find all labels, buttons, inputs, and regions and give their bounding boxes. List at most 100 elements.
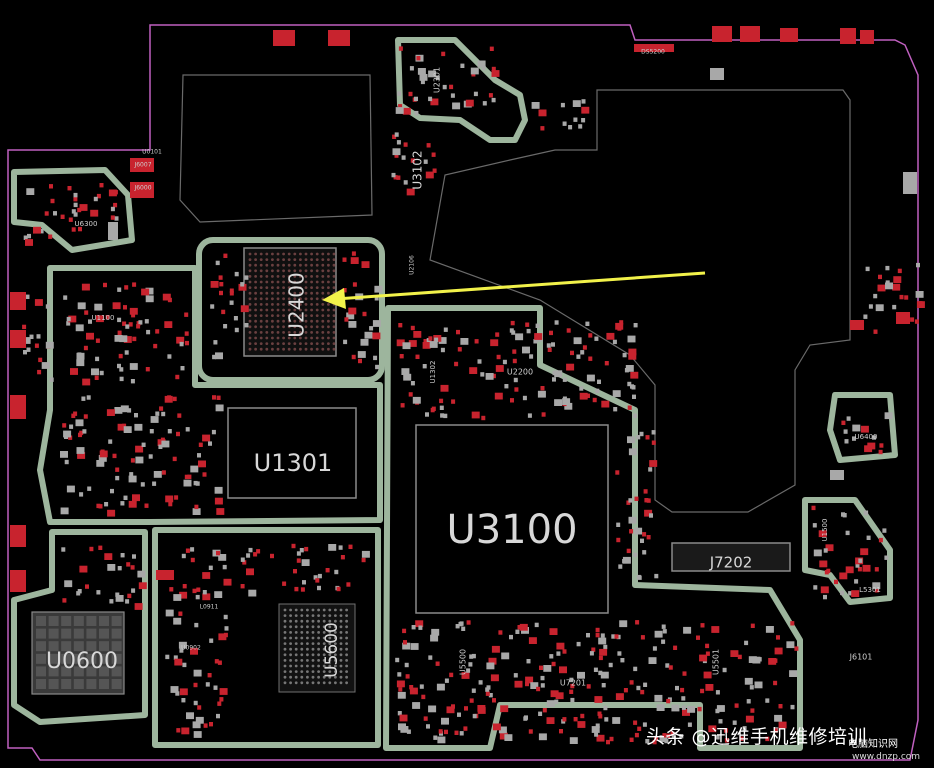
component-pad (628, 448, 637, 456)
component-pad (642, 550, 647, 555)
component-pad (705, 684, 714, 691)
component-pad (240, 584, 245, 589)
component-pad (477, 60, 486, 68)
bga-ball (306, 625, 309, 629)
component-pad (464, 706, 468, 711)
component-pad (648, 657, 657, 664)
component-pad (845, 566, 854, 574)
bga-ball (265, 291, 269, 295)
component-pad (372, 320, 381, 327)
bga-ball (271, 314, 274, 317)
component-pad (202, 472, 207, 477)
label-u5501: U5501 (712, 649, 721, 675)
bga-ball (271, 269, 274, 273)
bga-ball (304, 308, 308, 312)
component-pad (145, 295, 154, 303)
component-pad (591, 647, 596, 652)
component-pad (153, 343, 158, 349)
component-pad (860, 425, 869, 433)
component-pad (95, 315, 104, 323)
component-pad (542, 708, 547, 713)
component-pad (350, 257, 359, 264)
component-pad (156, 570, 174, 580)
component-pad (343, 339, 348, 345)
component-pad (712, 26, 732, 42)
component-pad (598, 714, 603, 719)
bga-ball (317, 659, 320, 662)
component-pad (10, 292, 26, 310)
component-pad (710, 68, 724, 80)
bga-ball (345, 642, 348, 645)
component-pad (130, 158, 154, 172)
component-pad (546, 343, 551, 348)
bga-ball (294, 608, 298, 612)
component-pad (504, 384, 509, 389)
component-pad (547, 347, 552, 352)
component-pad (745, 715, 754, 723)
bga-ball (300, 619, 304, 623)
component-pad (111, 679, 122, 689)
bga-ball (332, 280, 336, 284)
component-pad (223, 632, 228, 638)
bga-ball (299, 252, 302, 256)
component-pad (510, 398, 514, 403)
component-pad (192, 721, 201, 729)
component-pad (586, 374, 595, 382)
component-pad (773, 728, 778, 733)
component-pad (145, 367, 150, 372)
component-pad (70, 368, 78, 375)
component-pad (161, 470, 166, 475)
bga-ball (294, 675, 298, 679)
component-pad (218, 554, 227, 561)
component-pad (192, 588, 197, 594)
component-pad (742, 726, 747, 731)
component-pad (556, 642, 565, 650)
component-pad (428, 655, 433, 660)
component-pad (398, 323, 403, 328)
component-pad (193, 700, 198, 706)
bga-ball (322, 681, 326, 685)
bga-ball (283, 642, 287, 645)
bga-ball (299, 291, 302, 295)
component-pad (599, 648, 608, 656)
cutout-top-left (179, 74, 373, 223)
component-pad (392, 148, 401, 156)
component-pad (23, 235, 28, 240)
component-pad (614, 634, 619, 639)
component-pad (586, 684, 591, 689)
component-pad (609, 736, 614, 742)
component-pad (36, 666, 46, 677)
component-pad (176, 336, 185, 344)
bga-ball (259, 308, 263, 312)
component-pad (223, 253, 228, 258)
component-pad (403, 373, 412, 381)
bga-ball (287, 269, 291, 273)
bga-ball (339, 670, 343, 673)
bga-ball (339, 659, 343, 662)
component-pad (656, 704, 665, 711)
component-pad (666, 733, 671, 738)
bga-ball (311, 647, 315, 651)
component-pad (711, 626, 720, 633)
bga-ball (321, 336, 325, 340)
component-pad (117, 330, 122, 335)
component-pad (136, 324, 141, 329)
bga-ball (248, 280, 252, 284)
bga-ball (321, 331, 325, 334)
bga-ball (276, 263, 280, 267)
component-pad (26, 188, 35, 195)
bga-ball (321, 280, 325, 284)
component-pad (687, 706, 696, 713)
component-pad (111, 653, 122, 664)
component-pad (469, 654, 474, 659)
component-pad (491, 70, 500, 77)
bga-ball (248, 263, 252, 267)
component-pad (221, 309, 226, 315)
component-pad (90, 209, 99, 217)
component-pad (579, 392, 588, 400)
bga-ball (289, 636, 292, 640)
component-pad (573, 117, 578, 122)
component-pad (910, 317, 915, 322)
bga-ball (293, 280, 297, 284)
component-pad (811, 505, 816, 511)
